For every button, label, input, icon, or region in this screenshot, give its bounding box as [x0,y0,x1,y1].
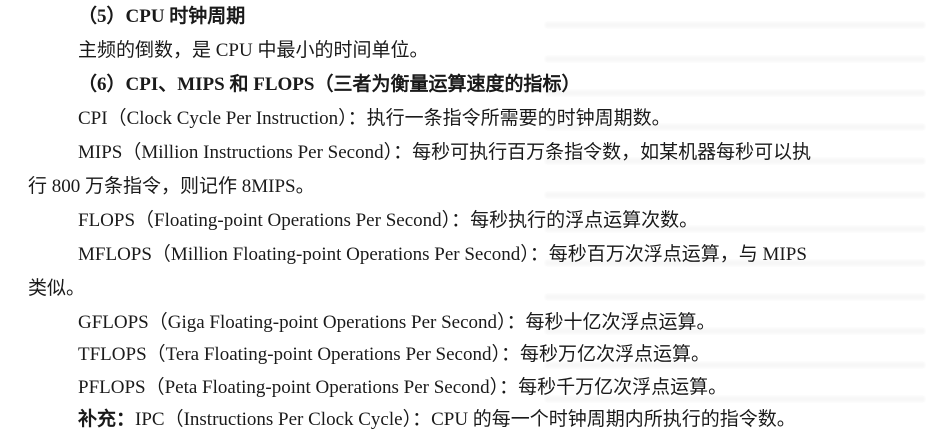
paragraph-mflops-line-1: MFLOPS（Million Floating-point Operations… [78,244,807,265]
paragraph-mips-line-1: MIPS（Million Instructions Per Second）：每秒… [78,142,812,163]
paragraph-cpi: CPI（Clock Cycle Per Instruction）：执行一条指令所… [78,108,671,129]
supplement-text: IPC（Instructions Per Clock Cycle）：CPU 的每… [135,409,796,430]
paragraph-mips-line-2: 行 800 万条指令，则记作 8MIPS。 [28,176,315,197]
section-heading-cpi-mips-flops: （6）CPI、MIPS 和 FLOPS（三者为衡量运算速度的指标） [78,74,581,95]
paragraph-gflops: GFLOPS（Giga Floating-point Operations Pe… [78,312,716,333]
paragraph-pflops: PFLOPS（Peta Floating-point Operations Pe… [78,377,728,398]
section-heading-cpu-clock-cycle: （5）CPU 时钟周期 [78,6,246,27]
paragraph-mflops-line-2: 类似。 [28,278,86,299]
paragraph-flops: FLOPS（Floating-point Operations Per Seco… [78,210,699,231]
paragraph-ipc: 补充：IPC（Instructions Per Clock Cycle）：CPU… [78,408,796,432]
paragraph-cpu-clock-cycle: 主频的倒数，是 CPU 中最小的时间单位。 [78,40,429,61]
page-bleed-through [545,8,925,428]
paragraph-tflops: TFLOPS（Tera Floating-point Operations Pe… [78,344,710,365]
supplement-label: 补充： [78,409,136,430]
